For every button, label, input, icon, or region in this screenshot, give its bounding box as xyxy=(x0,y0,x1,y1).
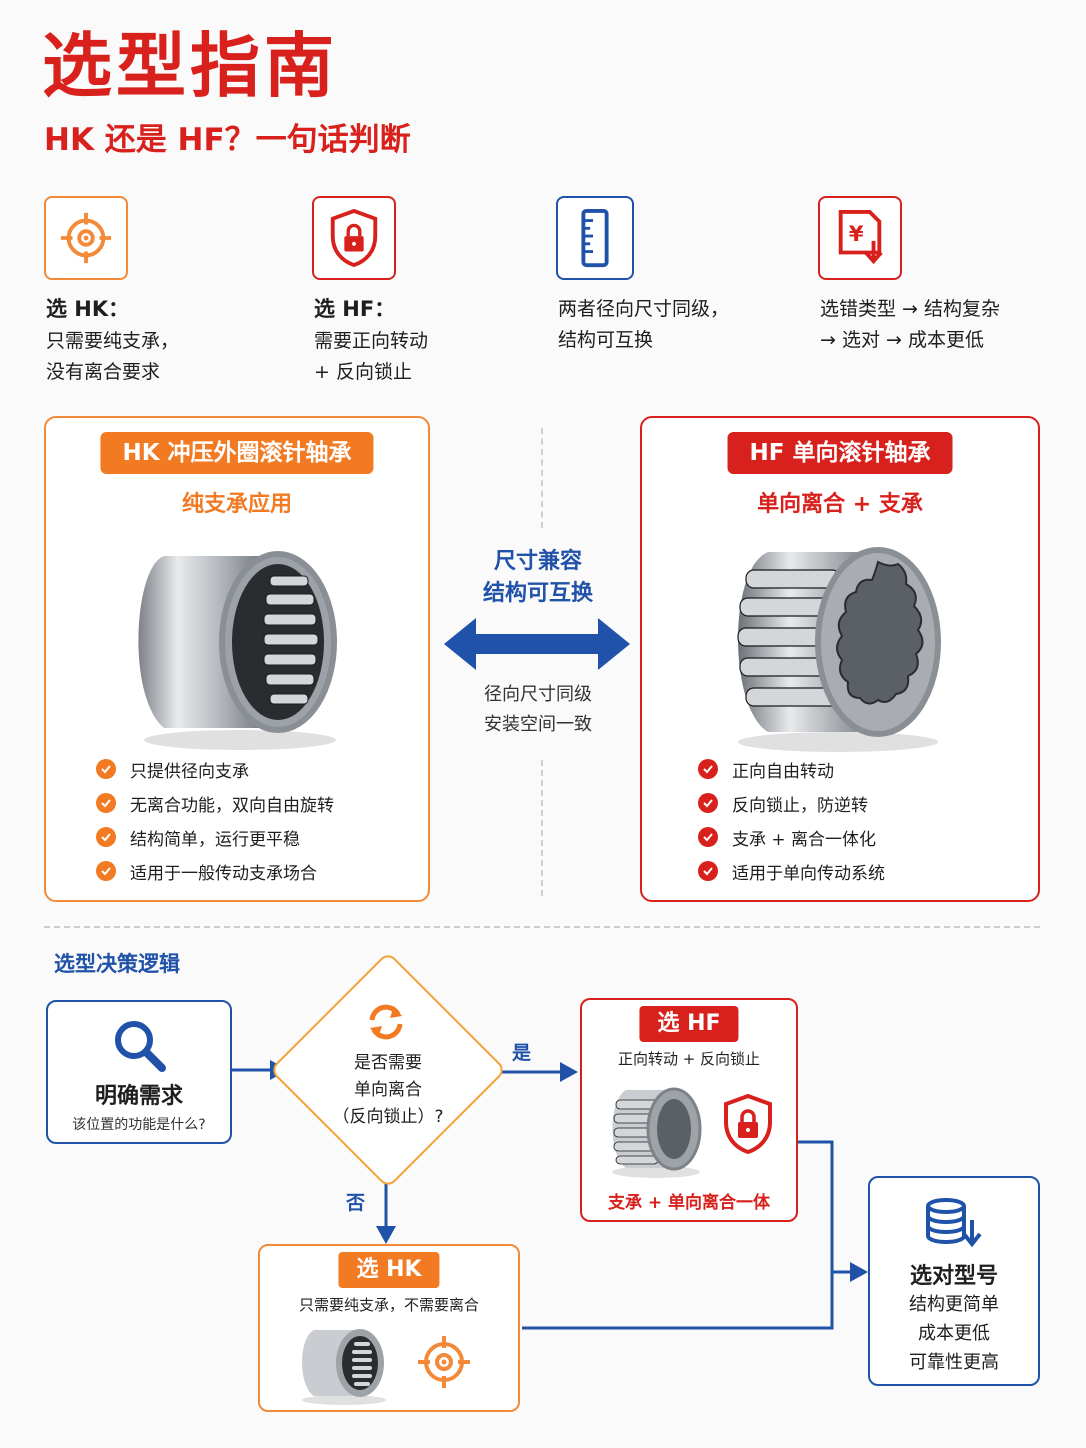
ruler-icon xyxy=(556,196,634,280)
flow-hk-box: 选 HK 只需要纯支承，不需要离合 xyxy=(258,1244,520,1412)
hf-card-label: HF 单向滚针轴承 xyxy=(727,432,953,474)
feature-line: 选错类型 → 结构复杂 xyxy=(820,298,1000,320)
decision-line: 单向离合 xyxy=(354,1080,422,1100)
hk-bearing-image xyxy=(138,551,337,750)
list-item: 适用于单向传动系统 xyxy=(698,854,885,888)
result-line: 可靠性更高 xyxy=(909,1352,999,1373)
flow-decision-text: 是否需要 单向离合 （反向锁止）? xyxy=(316,1050,460,1131)
feature-cost: 选错类型 → 结构复杂 → 选对 → 成本更低 xyxy=(820,294,1070,356)
flow-hf-footer: 支承 + 单向离合一体 xyxy=(607,1193,771,1213)
refresh-icon xyxy=(369,1004,403,1040)
flow-section-title: 选型决策逻辑 xyxy=(54,952,180,976)
cost-down-icon: ¥ xyxy=(818,196,902,280)
result-line: 成本更低 xyxy=(918,1323,990,1344)
bullet-text: 结构简单，运行更平稳 xyxy=(130,829,300,850)
check-icon xyxy=(96,827,116,847)
bullet-text: 只提供径向支承 xyxy=(130,761,249,782)
check-icon xyxy=(96,793,116,813)
bullet-text: 正向自由转动 xyxy=(732,761,834,782)
coin-stack-icon xyxy=(926,1198,982,1248)
list-item: 适用于一般传动支承场合 xyxy=(96,854,334,888)
flow-hf-label: 选 HF xyxy=(639,1006,739,1042)
hf-bearing-image xyxy=(737,547,941,752)
flow-result-title: 选对型号 xyxy=(909,1264,998,1289)
feature-line: 只需要纯支承， xyxy=(46,330,180,352)
flow-hk-note: 只需要纯支承，不需要离合 xyxy=(298,1296,479,1314)
bullet-text: 支承 + 离合一体化 xyxy=(732,829,877,850)
hf-card: HF 单向滚针轴承 单向离合 + 支承 正向自由转动 反向锁止，防逆转 支承 +… xyxy=(640,416,1040,902)
hk-card-subtitle: 纯支承应用 xyxy=(181,492,292,517)
compat-note-line: 安装空间一致 xyxy=(484,714,592,735)
hf-card-subtitle: 单向离合 + 支承 xyxy=(757,492,923,517)
flow-hk-label: 选 HK xyxy=(338,1252,440,1288)
double-arrow-icon xyxy=(444,618,630,670)
list-item: 只提供径向支承 xyxy=(96,752,334,786)
bullet-text: 适用于单向传动系统 xyxy=(732,863,885,884)
bullet-text: 无离合功能，双向自由旋转 xyxy=(130,795,334,816)
svg-text:¥: ¥ xyxy=(849,222,864,247)
feature-line: 需要正向转动 xyxy=(314,330,429,352)
section-divider xyxy=(44,926,1040,928)
target-icon xyxy=(44,196,128,280)
hk-feature-list: 只提供径向支承 无离合功能，双向自由旋转 结构简单，运行更平稳 适用于一般传动支… xyxy=(96,752,334,888)
divider-bottom xyxy=(541,760,543,896)
list-item: 支承 + 离合一体化 xyxy=(698,820,885,854)
compat-title: 尺寸兼容 结构可互换 xyxy=(440,546,636,610)
feature-head: 选 HF： xyxy=(314,297,396,321)
flow-no-label: 否 xyxy=(346,1192,366,1214)
flow-start-note: 该位置的功能是什么? xyxy=(72,1117,206,1133)
bullet-text: 反向锁止，防逆转 xyxy=(732,795,868,816)
flow-yes-label: 是 xyxy=(512,1042,532,1064)
flow-hf-note: 正向转动 + 反向锁止 xyxy=(617,1050,761,1068)
list-item: 正向自由转动 xyxy=(698,752,885,786)
hf-feature-list: 正向自由转动 反向锁止，防逆转 支承 + 离合一体化 适用于单向传动系统 xyxy=(698,752,885,888)
flow-result-lines: 结构更简单 成本更低 可靠性更高 xyxy=(870,1290,1038,1377)
check-icon xyxy=(698,827,718,847)
check-icon xyxy=(96,861,116,881)
feature-hf: 选 HF： 需要正向转动 + 反向锁止 xyxy=(314,294,534,388)
target-icon xyxy=(418,1336,470,1388)
decision-line: （反向锁止）? xyxy=(332,1107,444,1127)
check-icon xyxy=(698,861,718,881)
compat-note-line: 径向尺寸同级 xyxy=(484,684,592,705)
flow-result-box: 选对型号 结构更简单 成本更低 可靠性更高 xyxy=(868,1176,1040,1386)
feature-hk: 选 HK： 只需要纯支承， 没有离合要求 xyxy=(46,294,296,388)
check-icon xyxy=(698,793,718,813)
check-icon xyxy=(96,759,116,779)
compat-title-line: 结构可互换 xyxy=(482,581,593,606)
decision-line: 是否需要 xyxy=(354,1053,422,1073)
bullet-text: 适用于一般传动支承场合 xyxy=(130,863,317,884)
hk-bearing-thumb xyxy=(302,1329,386,1405)
page-title: 选型指南 xyxy=(42,25,338,107)
list-item: 结构简单，运行更平稳 xyxy=(96,820,334,854)
result-line: 结构更简单 xyxy=(909,1294,999,1315)
feature-line: 两者径向尺寸同级， xyxy=(558,298,730,320)
feature-head: 选 HK： xyxy=(46,297,130,321)
hk-card: HK 冲压外圈滚针轴承 纯支承应用 只提供径向支承 无离合功能，双向自由旋转 结… xyxy=(44,416,430,902)
feature-line: + 反向锁止 xyxy=(314,361,412,383)
feature-line: 结构可互换 xyxy=(558,329,654,351)
flow-start-title: 明确需求 xyxy=(94,1084,183,1109)
divider-top xyxy=(541,428,543,528)
page-subtitle: HK 还是 HF？一句话判断 xyxy=(44,122,411,158)
list-item: 反向锁止，防逆转 xyxy=(698,786,885,820)
shield-lock-icon xyxy=(312,196,396,280)
shield-lock-icon xyxy=(724,1093,772,1155)
hf-bearing-thumb xyxy=(612,1087,702,1178)
list-item: 无离合功能，双向自由旋转 xyxy=(96,786,334,820)
flow-start-box: 明确需求 该位置的功能是什么? xyxy=(46,1000,232,1144)
flow-hf-box: 选 HF 正向转动 + 反向锁止 支承 + 单向离合一体 xyxy=(580,998,798,1222)
check-icon xyxy=(698,759,718,779)
hk-card-label: HK 冲压外圈滚针轴承 xyxy=(100,432,374,474)
compat-note: 径向尺寸同级 安装空间一致 xyxy=(440,680,636,740)
feature-line: 没有离合要求 xyxy=(46,361,161,383)
feature-size: 两者径向尺寸同级， 结构可互换 xyxy=(558,294,798,356)
compat-title-line: 尺寸兼容 xyxy=(493,549,582,574)
feature-line: → 选对 → 成本更低 xyxy=(820,329,984,351)
search-icon xyxy=(115,1021,166,1072)
